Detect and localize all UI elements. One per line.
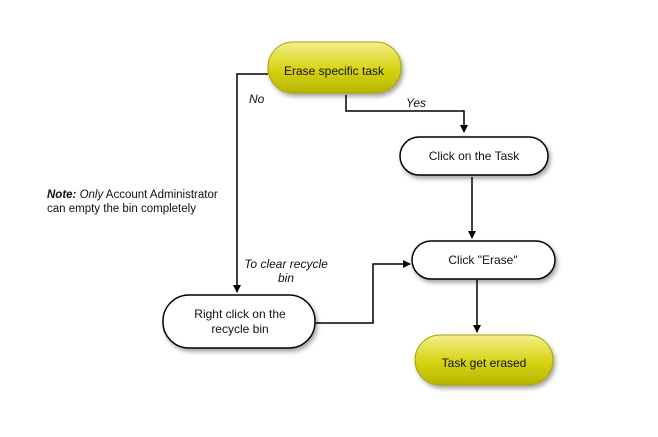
edge-label-yes: Yes (406, 96, 426, 110)
admin-note: Note: Only Account Administrator can emp… (47, 188, 237, 216)
process-click-task (399, 136, 549, 176)
process-right-click (162, 294, 316, 349)
start-terminal (267, 41, 402, 94)
edge-recycle-to-erase (316, 260, 411, 324)
process-click-task-label: Click on the Task (429, 149, 520, 163)
process-click-erase (411, 240, 556, 280)
connectors (233, 73, 481, 333)
edge-label-no: No (249, 92, 265, 106)
end-terminal-label: Task get erased (442, 356, 527, 370)
admin-note-line-2: can empty the bin completely (47, 203, 196, 215)
process-click-erase-label: Click "Erase" (448, 253, 517, 267)
admin-note-line-1: Note: Only Account Administrator (47, 188, 237, 202)
process-right-click-label-2: recycle bin (211, 322, 268, 336)
edge-label-clear-2: bin (278, 271, 294, 285)
edge-yes (345, 95, 468, 133)
note-label: Note: (47, 189, 77, 201)
note-emphasis: Only (79, 189, 104, 201)
end-terminal (414, 334, 554, 386)
process-right-click-label-1: Right click on the (194, 307, 286, 321)
edge-no (233, 73, 268, 293)
edge-label-clear-1: To clear recycle (244, 257, 328, 271)
start-terminal-label: Erase specific task (284, 64, 385, 78)
note-text-1: Account Administrator (103, 189, 218, 201)
